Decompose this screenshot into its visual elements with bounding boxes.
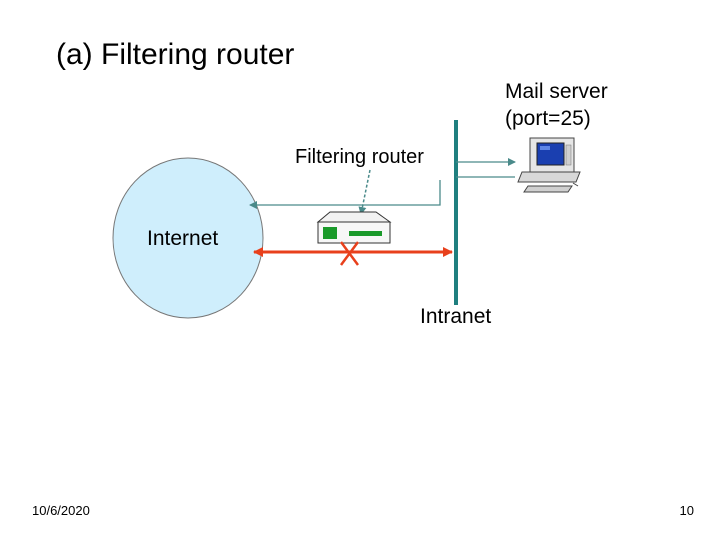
router-pointer-arrow bbox=[358, 169, 371, 215]
footer-date: 10/6/2020 bbox=[32, 503, 90, 518]
router-to-internet-arrow bbox=[249, 180, 441, 209]
filtering-router-label: Filtering router bbox=[295, 146, 424, 168]
page-number: 10 bbox=[679, 503, 694, 518]
mail-server-line1: Mail server bbox=[505, 80, 608, 103]
block-x-icon bbox=[339, 241, 360, 266]
mail-server-line2: (port=25) bbox=[505, 107, 591, 130]
internet-circle bbox=[112, 157, 264, 319]
intranet-label: Intranet bbox=[420, 305, 492, 328]
internet-label: Internet bbox=[147, 227, 219, 250]
router-icon bbox=[316, 211, 392, 244]
mail-server-label: Mail server (port=25) bbox=[505, 78, 608, 132]
slide-title: (a) Filtering router bbox=[56, 38, 295, 71]
computer-icon bbox=[517, 137, 581, 193]
